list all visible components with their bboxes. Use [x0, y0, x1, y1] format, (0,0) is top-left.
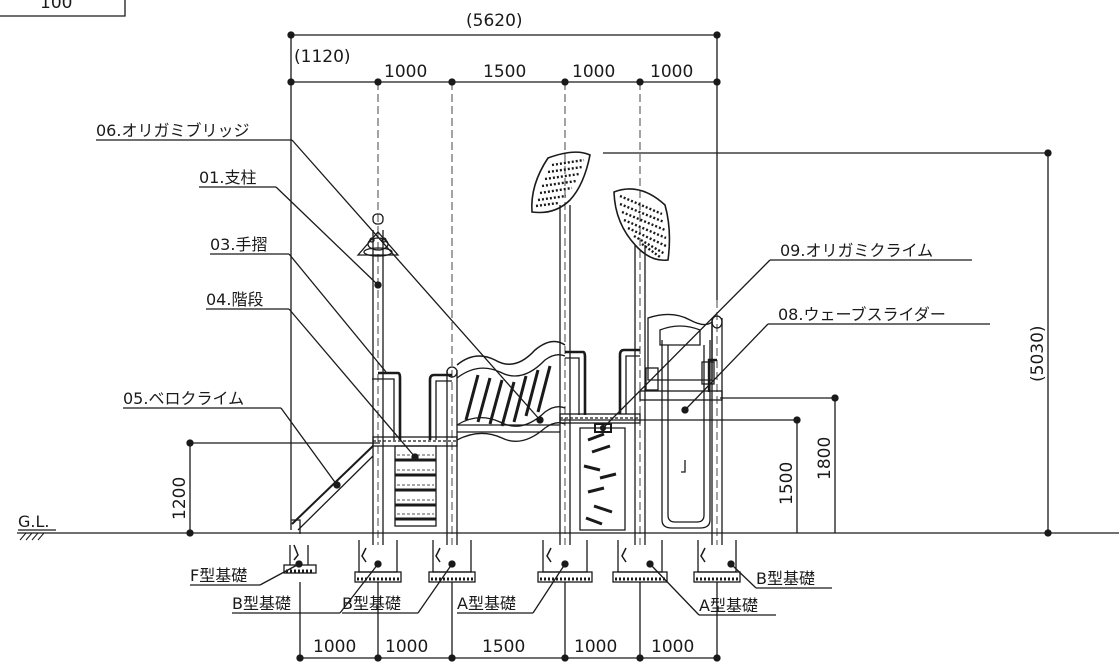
dim-overall-width: (5620) [466, 11, 523, 31]
ground-line: G.L. [17, 512, 1119, 541]
label-foundation-a2: A型基礎 [699, 596, 758, 615]
page-number: 100 [40, 0, 72, 13]
wave-slider [645, 313, 715, 529]
dim-deck-height-right: 1500 [777, 462, 797, 505]
stairs [394, 445, 437, 527]
dim-left-offset: (1120) [294, 47, 351, 67]
post-crown [356, 231, 400, 257]
dim-bottom-span-5: 1000 [651, 637, 694, 657]
label-foundation-b2: B型基礎 [342, 594, 401, 613]
dim-top-span-4: 1000 [650, 62, 693, 82]
origami-panel-right [613, 188, 671, 262]
dim-deck-height-left: 1200 [170, 477, 190, 520]
label-bridge: 06.オリガミブリッジ [96, 121, 249, 140]
origami-panel-left [531, 151, 591, 214]
label-stairs: 04.階段 [206, 290, 263, 309]
dim-overall-height: (5030) [1028, 325, 1048, 382]
dim-bottom-span-3: 1500 [482, 637, 525, 657]
origami-climb-wall [579, 423, 626, 531]
label-handrail: 03.手摺 [210, 235, 267, 254]
label-bero-climb: 05.ベロクライム [123, 389, 244, 408]
dim-top-span-3: 1000 [572, 62, 615, 82]
posts [372, 82, 723, 545]
label-foundation-b1: B型基礎 [232, 594, 291, 613]
label-foundation-b3: B型基礎 [756, 569, 815, 588]
foundation-labels: F型基礎 B型基礎 B型基礎 A型基礎 A型基礎 B型基礎 [190, 563, 832, 616]
dim-top-span-2: 1500 [483, 62, 526, 82]
label-post: 01.支柱 [199, 168, 256, 187]
vertical-dimensions: 1200 1500 1800 (5030) [170, 149, 1052, 537]
label-foundation-f: F型基礎 [190, 566, 247, 585]
dim-slide-top-height: 1800 [815, 437, 835, 480]
foundations [283, 540, 741, 583]
ground-label: G.L. [18, 512, 49, 531]
label-wave-slider: 08.ウェーブスライダー [778, 305, 946, 324]
dim-bottom-span-4: 1000 [574, 637, 617, 657]
page-number-box: 100 [0, 0, 126, 17]
label-foundation-a1: A型基礎 [457, 594, 516, 613]
dim-bottom-span-2: 1000 [385, 637, 428, 657]
bero-climb [291, 445, 374, 534]
handrails [372, 348, 717, 440]
origami-bridge [456, 340, 566, 442]
dim-top-span-1: 1000 [384, 62, 427, 82]
label-origami-climb: 09.オリガミクライム [780, 241, 933, 260]
dim-bottom-span-1: 1000 [313, 637, 356, 657]
deck [372, 390, 723, 447]
bottom-dimensions: 1000 1000 1500 1000 1000 [296, 582, 721, 662]
top-dimensions: (5620) (1120) 1000 1500 1000 1000 [287, 11, 721, 530]
callout-labels: 06.オリガミブリッジ 01.支柱 03.手摺 04.階段 05.ベロクライム … [96, 121, 990, 486]
